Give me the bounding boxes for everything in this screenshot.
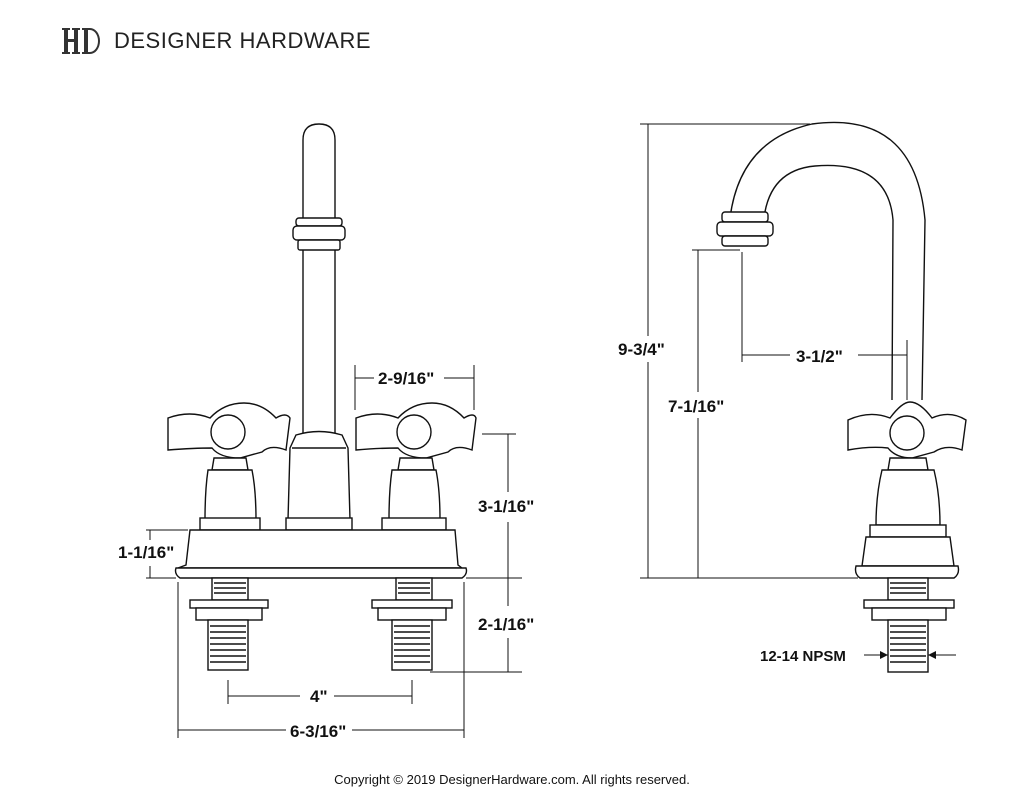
side-view: 9-3/4" 7-1/16" 3-1/2" — [618, 121, 967, 673]
dim-base-height: 1-1/16" — [118, 529, 188, 579]
brand-header: DESIGNER HARDWARE — [62, 24, 371, 58]
label-9-3-4: 9-3/4" — [618, 340, 665, 359]
dim-overall-width: 6-3/16" — [177, 582, 465, 741]
label-2-1-16: 2-1/16" — [478, 615, 534, 634]
brand-name: DESIGNER HARDWARE — [114, 28, 372, 53]
front-base — [174, 529, 468, 579]
label-6-3-16: 6-3/16" — [290, 722, 346, 741]
dim-center-spread: 4" — [227, 680, 413, 706]
front-right-handle — [355, 402, 477, 531]
side-shank — [863, 577, 955, 673]
label-3-1-2: 3-1/2" — [796, 347, 843, 366]
dim-spout-clearance: 7-1/16" — [668, 249, 740, 578]
front-left-handle — [167, 402, 291, 531]
copyright-footer: Copyright © 2019 DesignerHardware.com. A… — [334, 772, 690, 787]
label-7-1-16: 7-1/16" — [668, 397, 724, 416]
dh-monogram-icon — [62, 28, 100, 54]
dim-handle-spread: 2-9/16" — [354, 365, 475, 410]
dim-shank-length: 2-1/16" — [430, 577, 534, 673]
dim-body-height: 3-1/16" — [478, 433, 534, 578]
label-3-1-16: 3-1/16" — [478, 497, 534, 516]
side-handle — [847, 401, 967, 579]
label-2-9-16: 2-9/16" — [378, 369, 434, 388]
dim-total-height: 9-3/4" — [618, 123, 858, 579]
dim-thread: 12-14 NPSM — [760, 648, 956, 665]
label-4: 4" — [310, 687, 328, 706]
label-1-1-16: 1-1/16" — [118, 543, 174, 562]
front-view: 2-9/16" 3-1/16" 1-1/16" — [118, 123, 534, 741]
front-spout — [285, 123, 353, 531]
side-spout — [716, 121, 926, 401]
label-thread: 12-14 NPSM — [760, 648, 846, 665]
dim-spout-reach: 3-1/2" — [741, 252, 908, 400]
front-left-shank — [189, 577, 269, 671]
front-right-shank — [371, 577, 453, 671]
